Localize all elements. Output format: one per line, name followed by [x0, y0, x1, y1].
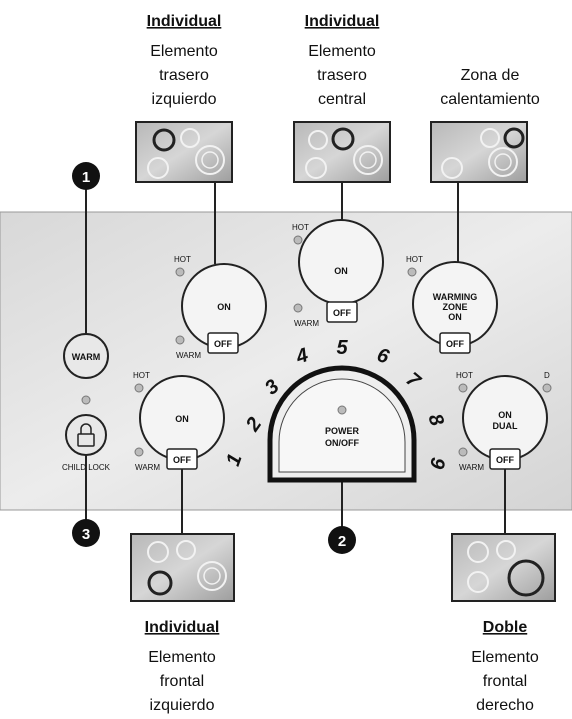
- svg-text:WARM: WARM: [176, 351, 201, 360]
- callout-2: 2: [328, 526, 356, 554]
- off-button-warming-zone[interactable]: OFF: [439, 332, 471, 354]
- label-warming-zone: Zona de calentamiento: [440, 67, 540, 108]
- svg-text:Elemento: Elemento: [471, 649, 539, 666]
- svg-text:ON: ON: [448, 312, 462, 322]
- off-button-rear-center[interactable]: OFF: [326, 301, 358, 323]
- cooktop-thumb-front-left: [130, 533, 235, 602]
- svg-text:trasero: trasero: [317, 67, 367, 84]
- cooktop-thumb-warming-zone: [430, 121, 528, 183]
- svg-text:ON: ON: [334, 266, 348, 276]
- svg-text:HOT: HOT: [174, 255, 191, 264]
- svg-text:WARM: WARM: [135, 463, 160, 472]
- svg-text:trasero: trasero: [159, 67, 209, 84]
- svg-text:ON: ON: [498, 410, 512, 420]
- warm-button[interactable]: WARM: [63, 333, 109, 379]
- svg-text:HOT: HOT: [133, 371, 150, 380]
- svg-text:ON: ON: [217, 302, 231, 312]
- svg-text:derecho: derecho: [476, 697, 534, 714]
- svg-text:frontal: frontal: [483, 673, 527, 690]
- cooktop-thumb-front-right: [451, 533, 556, 602]
- svg-text:HOT: HOT: [406, 255, 423, 264]
- svg-text:D: D: [544, 371, 550, 380]
- heading-front-right: Doble: [483, 619, 528, 636]
- label-rear-left: Individual Elemento trasero izquierdo: [147, 13, 222, 108]
- svg-text:1: 1: [82, 169, 90, 186]
- svg-text:central: central: [318, 91, 366, 108]
- off-button-front-right[interactable]: OFF: [489, 448, 521, 470]
- svg-text:Elemento: Elemento: [308, 43, 376, 60]
- svg-text:HOT: HOT: [456, 371, 473, 380]
- label-rear-center: Individual Elemento trasero central: [305, 13, 380, 108]
- knob-front-left[interactable]: ON HOT WARM OFF: [133, 371, 225, 472]
- svg-text:DUAL: DUAL: [493, 421, 518, 431]
- lock-icon: [77, 423, 95, 447]
- svg-text:Zona de: Zona de: [461, 67, 520, 84]
- svg-text:frontal: frontal: [160, 673, 204, 690]
- knob-front-right-dual[interactable]: ON DUAL HOT D WARM OFF: [456, 371, 552, 472]
- svg-text:POWER: POWER: [325, 426, 360, 436]
- connector-lines: [85, 182, 506, 534]
- off-button-front-left[interactable]: OFF: [166, 448, 198, 470]
- svg-text:CHILD LOCK: CHILD LOCK: [62, 463, 111, 472]
- svg-text:izquierdo: izquierdo: [152, 91, 217, 108]
- label-front-right: Doble Elemento frontal derecho: [471, 619, 539, 714]
- knob-rear-center[interactable]: ON HOT WARM OFF: [292, 219, 384, 328]
- svg-text:WARM: WARM: [459, 463, 484, 472]
- svg-text:WARM: WARM: [72, 352, 101, 362]
- svg-text:calentamiento: calentamiento: [440, 91, 540, 108]
- heading-rear-center: Individual: [305, 13, 380, 30]
- svg-text:OFF: OFF: [446, 339, 464, 349]
- child-lock-button[interactable]: CHILD LOCK: [62, 414, 111, 472]
- cooktop-thumb-rear-center: [293, 121, 391, 183]
- svg-text:9: 9: [425, 456, 449, 472]
- svg-text:5: 5: [336, 337, 348, 359]
- svg-text:HOT: HOT: [292, 223, 309, 232]
- svg-text:OFF: OFF: [214, 339, 232, 349]
- knob-rear-left[interactable]: ON HOT WARM OFF: [174, 255, 267, 360]
- callout-3: 3: [72, 519, 100, 547]
- svg-text:OFF: OFF: [496, 455, 514, 465]
- svg-text:2: 2: [338, 533, 346, 550]
- svg-text:ON/OFF: ON/OFF: [325, 438, 359, 448]
- knob-warming-zone[interactable]: WARMING ZONE ON HOT OFF: [406, 255, 498, 354]
- heading-front-left: Individual: [145, 619, 220, 636]
- svg-text:Elemento: Elemento: [148, 649, 216, 666]
- off-button-rear-left[interactable]: OFF: [207, 332, 239, 354]
- svg-text:OFF: OFF: [333, 308, 351, 318]
- label-front-left: Individual Elemento frontal izquierdo: [145, 619, 220, 714]
- svg-text:Elemento: Elemento: [150, 43, 218, 60]
- power-dial[interactable]: POWER ON/OFF: [267, 365, 417, 483]
- indicator-light: [81, 395, 91, 405]
- cooktop-thumb-rear-left: [135, 121, 233, 183]
- svg-text:3: 3: [82, 526, 90, 543]
- callout-1: 1: [72, 162, 100, 190]
- svg-text:OFF: OFF: [173, 455, 191, 465]
- svg-text:WARM: WARM: [294, 319, 319, 328]
- svg-text:ZONE: ZONE: [442, 302, 467, 312]
- heading-rear-left: Individual: [147, 13, 222, 30]
- svg-text:izquierdo: izquierdo: [150, 697, 215, 714]
- svg-text:ON: ON: [175, 414, 189, 424]
- svg-text:WARMING: WARMING: [433, 292, 478, 302]
